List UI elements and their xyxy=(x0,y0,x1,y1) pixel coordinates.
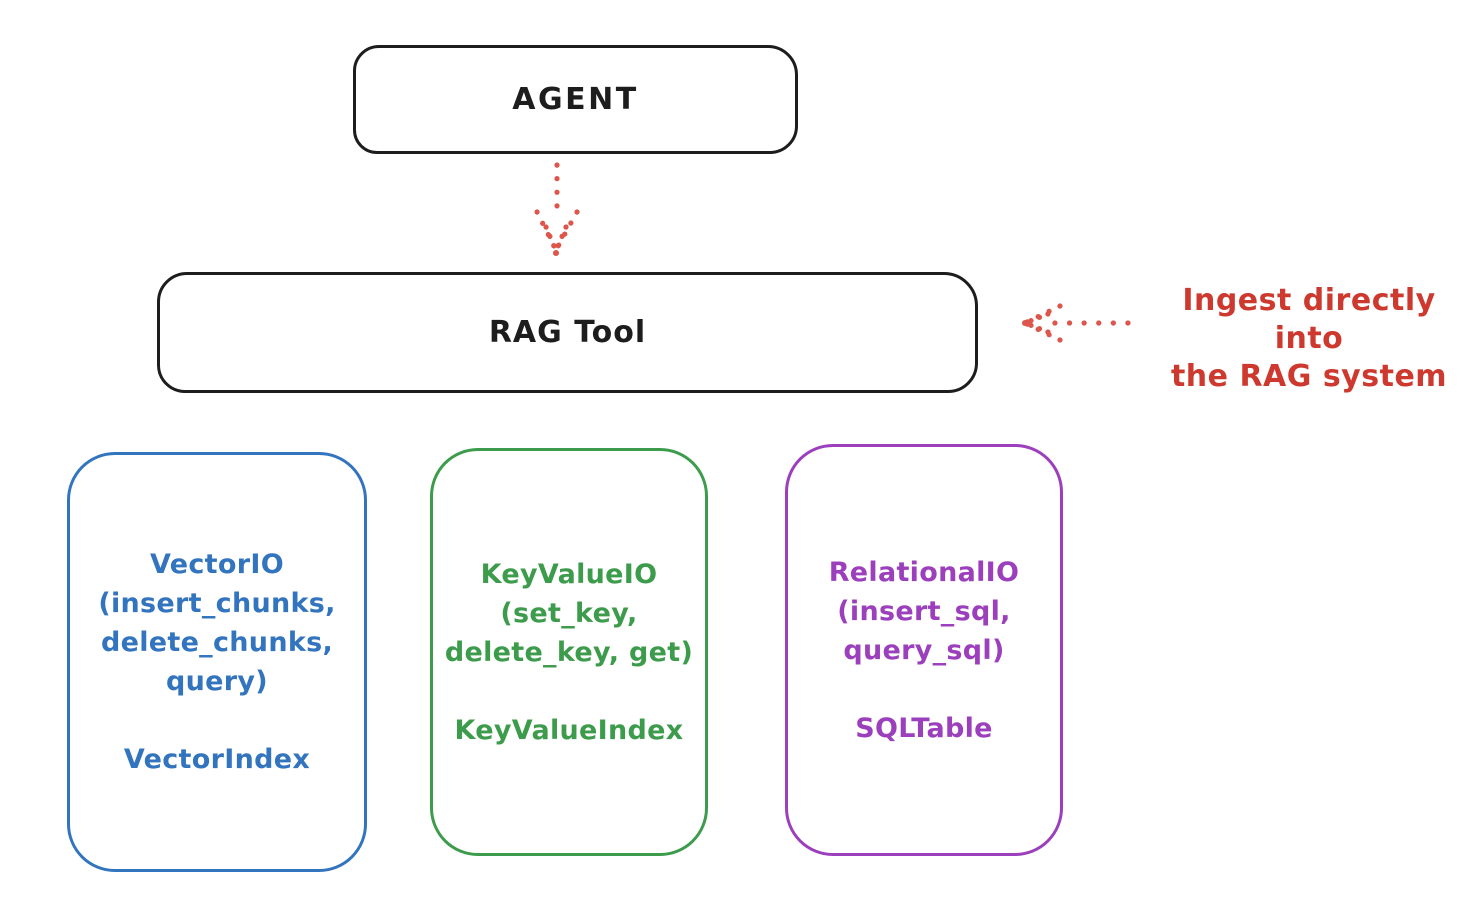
sql-table-label: SQLTable xyxy=(855,712,993,744)
vector-io-methods: (insert_chunks, xyxy=(98,588,336,619)
relational-io-methods: query_sql) xyxy=(843,634,1005,666)
keyvalue-io-methods: (set_key, xyxy=(500,597,638,629)
agent-node: AGENT xyxy=(353,45,798,154)
ingest-annotation: Ingest directly into the RAG system xyxy=(1146,282,1472,396)
relational-io-box: RelationalIO (insert_sql, query_sql) SQL… xyxy=(785,444,1063,856)
arrow-tip-dot xyxy=(1022,320,1028,326)
ingest-annotation-line2: the RAG system xyxy=(1170,359,1448,394)
vector-io-title: VectorIO xyxy=(150,549,284,580)
arrow-strokes xyxy=(1022,303,1131,343)
arrow-tip-dot xyxy=(553,250,559,256)
vector-index-label: VectorIndex xyxy=(123,744,311,775)
relational-io-title: RelationalIO xyxy=(828,556,1020,588)
arrow-strokes xyxy=(534,162,580,256)
vector-io-methods: query) xyxy=(166,666,268,697)
keyvalue-io-title: KeyValueIO xyxy=(480,558,658,590)
vector-io-box: VectorIO (insert_chunks, delete_chunks, … xyxy=(67,452,367,872)
rag-tool-node-label: RAG Tool xyxy=(488,315,647,350)
relational-io-methods: (insert_sql, xyxy=(837,595,1011,627)
keyvalue-io-methods: delete_key, get) xyxy=(444,636,694,668)
dotted-down-arrow-icon xyxy=(534,162,580,256)
rag-tool-node: RAG Tool xyxy=(157,272,978,393)
agent-node-label: AGENT xyxy=(512,82,639,117)
keyvalue-index-label: KeyValueIndex xyxy=(454,714,684,746)
vector-io-methods: delete_chunks, xyxy=(100,627,334,658)
keyvalue-io-box: KeyValueIO (set_key, delete_key, get) Ke… xyxy=(430,448,708,856)
dotted-left-arrow-icon xyxy=(1022,303,1131,343)
ingest-annotation-line1: Ingest directly into xyxy=(1182,283,1436,356)
